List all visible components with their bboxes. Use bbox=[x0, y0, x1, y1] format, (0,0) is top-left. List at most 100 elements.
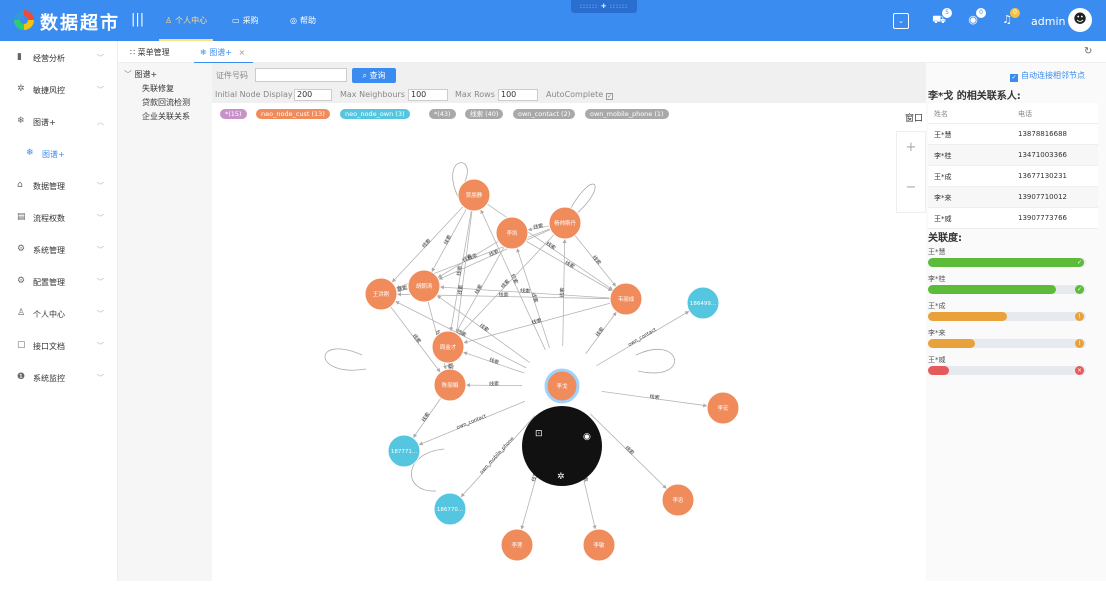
graph-edge[interactable] bbox=[458, 234, 555, 336]
person-node[interactable]: 王洪刚 bbox=[364, 277, 398, 311]
node-circle[interactable] bbox=[431, 330, 465, 364]
eye-icon[interactable]: ◉0 bbox=[964, 8, 986, 30]
username[interactable]: admin bbox=[1031, 15, 1066, 28]
person-node[interactable]: 李宏 bbox=[706, 391, 740, 425]
tree-node-enterprise-relation[interactable]: 企业关联关系 bbox=[142, 112, 190, 121]
node-circle[interactable] bbox=[582, 528, 616, 562]
graph-edge[interactable] bbox=[438, 229, 551, 280]
node-circle[interactable] bbox=[433, 492, 467, 526]
close-icon[interactable]: × bbox=[238, 48, 246, 57]
node-circle[interactable] bbox=[609, 282, 643, 316]
node-circle[interactable] bbox=[433, 368, 467, 402]
avatar[interactable]: ☻ bbox=[1068, 8, 1092, 32]
graph-edge[interactable] bbox=[431, 208, 467, 273]
topnav-item-purchase[interactable]: ▭采购 bbox=[232, 16, 259, 25]
legend-pill[interactable]: neo_node_cust (13) bbox=[256, 109, 330, 119]
graph-edge[interactable] bbox=[391, 206, 464, 283]
graph-edge[interactable] bbox=[460, 415, 536, 498]
sidebar-item-personal-center[interactable]: ♙个人中心﹀ bbox=[17, 308, 104, 319]
zoom-in-button[interactable]: + bbox=[905, 140, 917, 155]
person-node[interactable]: 周金才 bbox=[431, 330, 465, 364]
node-circle[interactable] bbox=[706, 391, 740, 425]
menu-icon[interactable]: ||| bbox=[131, 12, 145, 27]
node-circle[interactable] bbox=[544, 368, 580, 404]
node-circle[interactable] bbox=[387, 434, 421, 468]
graph-edge[interactable] bbox=[601, 391, 708, 408]
legend-pill[interactable]: *(15) bbox=[220, 109, 247, 119]
node-circle[interactable] bbox=[500, 528, 534, 562]
sidebar-item-api-docs[interactable]: ▢接口文档﹀ bbox=[17, 340, 104, 351]
person-node[interactable]: 李忠 bbox=[661, 483, 695, 517]
initial-display-input[interactable]: 200 bbox=[294, 89, 332, 101]
tree-root[interactable]: ﹀ 图谱+ bbox=[124, 70, 158, 79]
search-button[interactable]: ⌕ 查询 bbox=[352, 68, 396, 83]
sidebar-subitem-graph[interactable]: ❄图谱+ bbox=[26, 148, 65, 159]
phone-node[interactable]: 187771... bbox=[387, 434, 421, 468]
graph-edge[interactable] bbox=[590, 413, 667, 490]
graph-edge[interactable] bbox=[437, 240, 499, 279]
legend-pill[interactable]: own_mobile_phone (1) bbox=[585, 109, 669, 119]
node-circle[interactable] bbox=[548, 206, 582, 240]
tree-node-loan-backflow[interactable]: 贷款回流检测 bbox=[142, 98, 190, 107]
max-neighbours-input[interactable]: 100 bbox=[408, 89, 448, 101]
drag-handle[interactable]: :::::: ✚ :::::: bbox=[571, 0, 637, 13]
graph-edge[interactable] bbox=[463, 351, 525, 374]
node-circle[interactable] bbox=[495, 216, 529, 250]
auto-expand-option[interactable]: ✓自动连接相邻节点 bbox=[1010, 71, 1085, 82]
phone-node[interactable]: 186499... bbox=[686, 286, 720, 320]
graph-edge[interactable] bbox=[465, 383, 523, 388]
graph-edge[interactable] bbox=[436, 295, 530, 363]
expand-icon[interactable]: ⌄ bbox=[893, 13, 909, 29]
zoom-out-button[interactable]: − bbox=[905, 180, 917, 195]
person-node[interactable]: 李凯 bbox=[495, 216, 529, 250]
graph-edge[interactable] bbox=[412, 397, 442, 439]
node-circle[interactable] bbox=[686, 286, 720, 320]
person-node[interactable]: 李莲 bbox=[500, 528, 534, 562]
graph-edge[interactable] bbox=[439, 285, 611, 299]
graph-edge[interactable] bbox=[480, 209, 546, 350]
node-circle[interactable] bbox=[457, 178, 491, 212]
expand-icon[interactable]: ✲ bbox=[557, 472, 565, 482]
sidebar-item-data-management[interactable]: ⌂数据管理﹀ bbox=[17, 180, 104, 191]
eye-icon[interactable]: ◉ bbox=[583, 432, 591, 442]
person-node[interactable]: 杨帅斯丹 bbox=[548, 206, 582, 240]
legend-pill[interactable]: neo_node_own (3) bbox=[340, 109, 410, 119]
person-node[interactable]: 韦丽成 bbox=[609, 282, 643, 316]
sidebar-item-process[interactable]: ▤流程权数﹀ bbox=[17, 212, 104, 223]
graph-edge[interactable] bbox=[516, 248, 550, 349]
graph-edge[interactable] bbox=[525, 240, 613, 292]
sidebar-item-config-management[interactable]: ⚙配置管理﹀ bbox=[17, 276, 104, 287]
node-circle[interactable] bbox=[661, 483, 695, 517]
graph-edge[interactable] bbox=[390, 306, 441, 373]
legend-pill[interactable]: *(43) bbox=[429, 109, 456, 119]
tab-menu-management[interactable]: ∷ 菜单管理 bbox=[130, 48, 170, 57]
graph-edge[interactable] bbox=[396, 288, 409, 293]
graph-edge[interactable] bbox=[449, 210, 472, 332]
phone-node[interactable]: 186770... bbox=[433, 492, 467, 526]
sidebar-item-business-analysis[interactable]: ▮经营分析﹀ bbox=[17, 52, 104, 63]
legend-pill[interactable]: own_contact (2) bbox=[513, 109, 576, 119]
bell-icon[interactable]: ♫0 bbox=[998, 8, 1020, 30]
person-node[interactable]: 陈丽娟 bbox=[433, 368, 467, 402]
graph-edge[interactable] bbox=[418, 400, 526, 446]
graph-edge[interactable] bbox=[527, 225, 550, 232]
sidebar-item-graph[interactable]: ❄图谱+︿ bbox=[17, 116, 104, 127]
node-circle[interactable] bbox=[407, 269, 441, 303]
topnav-item-personal[interactable]: ♙个人中心 bbox=[158, 16, 214, 41]
sidebar-item-risk-control[interactable]: ✲敏捷风控﹀ bbox=[17, 84, 104, 95]
node-circle[interactable] bbox=[364, 277, 398, 311]
id-input[interactable] bbox=[255, 68, 347, 82]
max-rows-input[interactable]: 100 bbox=[498, 89, 538, 101]
topnav-item-help[interactable]: ◎帮助 bbox=[290, 16, 316, 25]
graph-edge[interactable] bbox=[574, 235, 617, 287]
refresh-icon[interactable]: ↻ bbox=[1084, 46, 1093, 57]
cart-icon[interactable]: ⛟5 bbox=[930, 8, 952, 30]
relationship-graph[interactable]: 线索线索线索线索线索线索线索线索own_contact线索own_contact… bbox=[212, 123, 926, 581]
person-node[interactable]: 李敏 bbox=[582, 528, 616, 562]
